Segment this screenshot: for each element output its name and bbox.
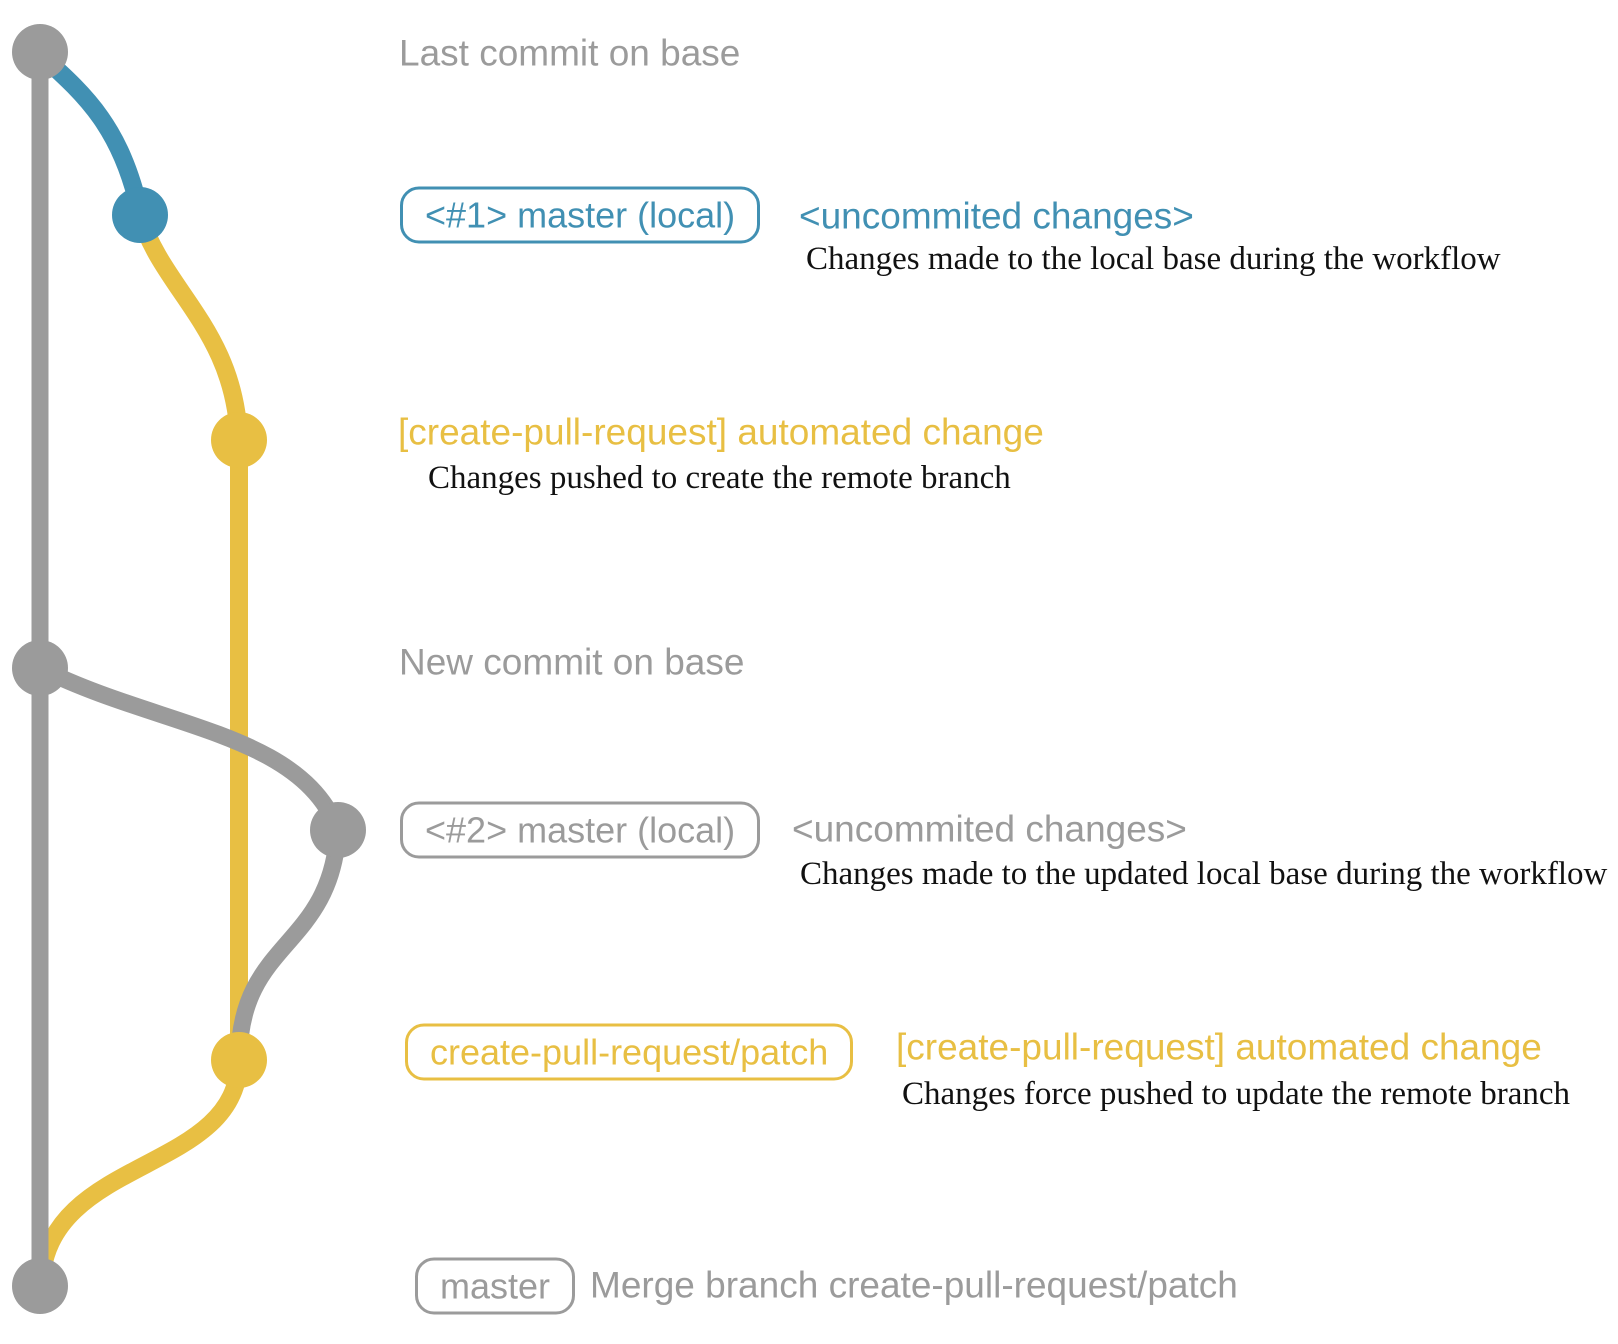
commit-message-last-base: Last commit on base <box>399 32 741 74</box>
branch-badge-master-local-2: <#2> master (local) <box>400 801 761 859</box>
commit-node-automated-change-2 <box>211 1032 267 1088</box>
commit-node-uncommited-2 <box>310 802 366 858</box>
patch-branch-merge-curve <box>32 1059 248 1287</box>
commit-node-merge <box>12 1258 68 1314</box>
commit-message-merge: Merge branch create-pull-request/patch <box>590 1264 1238 1306</box>
local-master-2-branch-curve <box>36 660 346 834</box>
commit-node-uncommited-1 <box>112 187 168 243</box>
commit-node-new-base <box>12 640 68 696</box>
commit-message-new-base: New commit on base <box>399 641 745 683</box>
branch-badge-label: <#2> master (local) <box>425 809 736 850</box>
description-automated-change-1: Changes pushed to create the remote bran… <box>428 460 1011 497</box>
commit-node-automated-change-1 <box>211 412 267 468</box>
patch-branch-line <box>131 212 248 1060</box>
description-automated-change-2: Changes force pushed to update the remot… <box>902 1076 1571 1113</box>
branch-badge-master: master <box>415 1257 576 1315</box>
commit-message-automated-change-1: [create-pull-request] automated change <box>398 411 1044 453</box>
branch-badge-patch: create-pull-request/patch <box>405 1023 854 1081</box>
description-uncommited-2: Changes made to the updated local base d… <box>800 856 1608 893</box>
branch-badge-label: create-pull-request/patch <box>430 1031 829 1072</box>
local-master-2-rebase-curve <box>230 831 347 1061</box>
description-uncommited-1: Changes made to the local base during th… <box>806 241 1501 278</box>
branch-badge-master-local-1: <#1> master (local) <box>400 186 761 244</box>
commit-node-last-base <box>12 24 68 80</box>
branch-badge-label: <#1> master (local) <box>425 194 736 235</box>
local-master-1-branch-curve <box>33 47 149 215</box>
commit-message-uncommited-1: <uncommited changes> <box>799 195 1194 237</box>
commit-message-automated-change-2: [create-pull-request] automated change <box>896 1026 1542 1068</box>
branch-badge-label: master <box>440 1265 551 1306</box>
commit-message-uncommited-2: <uncommited changes> <box>792 808 1187 850</box>
